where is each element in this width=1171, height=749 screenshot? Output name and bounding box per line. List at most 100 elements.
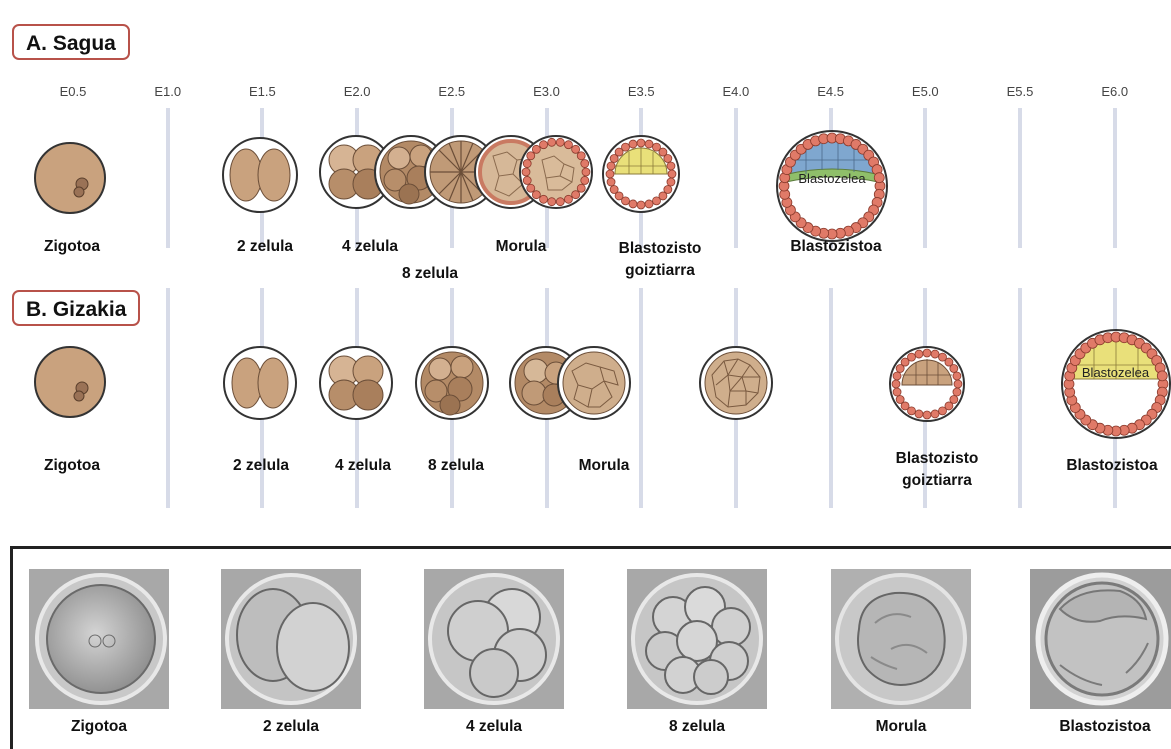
photo-8-cell <box>627 569 767 709</box>
trophectoderm-cell <box>564 141 572 149</box>
trophectoderm-cell <box>523 176 531 184</box>
timeline-gridline <box>734 108 738 248</box>
trophectoderm-cell <box>607 178 615 186</box>
trophectoderm-cell <box>527 184 535 192</box>
timeline-tick: E2.5 <box>417 84 487 99</box>
trophectoderm-cell <box>645 200 653 208</box>
trophectoderm-cell <box>572 145 580 153</box>
trophectoderm-cell <box>893 388 901 396</box>
human-label-early-blastocyst: Blastozisto goiztiarra <box>867 448 1007 492</box>
trophectoderm-cell <box>582 168 590 176</box>
trophectoderm-cell <box>953 372 961 380</box>
photo-label-zygote: Zigotoa <box>24 718 174 736</box>
trophectoderm-cell <box>629 200 637 208</box>
timeline-tick: E3.5 <box>606 84 676 99</box>
trophectoderm-cell <box>923 411 931 419</box>
trophectoderm-cell <box>950 365 958 373</box>
trophectoderm-cell <box>939 407 947 415</box>
trophectoderm-cell <box>607 162 615 170</box>
mouse-blastocyst <box>776 130 888 242</box>
trophectoderm-cell <box>915 350 923 358</box>
timeline-tick: E4.0 <box>701 84 771 99</box>
timeline-tick: E5.0 <box>890 84 960 99</box>
human-4-cell <box>318 345 394 421</box>
timeline-tick: E4.5 <box>796 84 866 99</box>
trophectoderm-cell <box>572 191 580 199</box>
timeline-tick: E1.0 <box>133 84 203 99</box>
trophectoderm-cell <box>667 162 675 170</box>
trophectoderm-cell <box>532 145 540 153</box>
mouse-early-blastocyst <box>601 134 681 214</box>
photo-blastocyst <box>1030 569 1171 709</box>
trophectoderm-cell <box>577 152 585 160</box>
trophectoderm-cell <box>923 349 931 357</box>
mouse-label-4-cell: 4 zelula <box>300 236 440 258</box>
photo-label-4-cell: 4 zelula <box>419 718 569 736</box>
timeline-tick: E2.0 <box>322 84 392 99</box>
human-label-zygote: Zigotoa <box>2 455 142 477</box>
trophectoderm-cell <box>892 380 900 388</box>
timeline-tick: E6.0 <box>1080 84 1150 99</box>
section-label-human: B. Gizakia <box>12 290 140 326</box>
trophectoderm-cell <box>629 140 637 148</box>
mouse-label-zygote: Zigotoa <box>2 236 142 258</box>
trophectoderm-cell <box>931 410 939 418</box>
human-label-morula: Morula <box>534 455 674 477</box>
photo-4-cell <box>424 569 564 709</box>
mouse-label-8-cell: 8 zelula <box>360 263 500 285</box>
trophectoderm-cell <box>915 410 923 418</box>
trophectoderm-cell <box>522 168 530 176</box>
trophectoderm-cell <box>548 198 556 206</box>
timeline-tick: E5.5 <box>985 84 1055 99</box>
trophectoderm-cell <box>540 141 548 149</box>
photo-panel-divider <box>10 546 1171 549</box>
trophectoderm-cell <box>610 186 618 194</box>
trophectoderm-cell <box>606 170 614 178</box>
trophectoderm-cell <box>556 198 564 206</box>
trophectoderm-cell <box>577 184 585 192</box>
timeline-tick: E1.5 <box>227 84 297 99</box>
trophectoderm-cell <box>564 195 572 203</box>
trophectoderm-cell <box>637 139 645 147</box>
trophectoderm-cell <box>532 191 540 199</box>
trophectoderm-cell <box>548 138 556 146</box>
mouse-zygote <box>33 141 107 215</box>
photo-label-blastocyst: Blastozistoa <box>1030 718 1171 736</box>
trophectoderm-cell <box>540 195 548 203</box>
trophectoderm-cell <box>527 152 535 160</box>
human-label-blastocyst: Blastozistoa <box>1042 455 1171 477</box>
timeline-tick: E3.0 <box>512 84 582 99</box>
photo-2-cell <box>221 569 361 709</box>
timeline-gridline <box>1018 108 1022 248</box>
mouse-2-cell <box>221 136 299 214</box>
timeline-gridline <box>166 108 170 248</box>
trophectoderm-cell <box>953 388 961 396</box>
trophectoderm-cell <box>645 140 653 148</box>
section-label-mouse: A. Sagua <box>12 24 130 60</box>
trophectoderm-cell <box>668 170 676 178</box>
human-zygote <box>33 345 107 419</box>
photo-zygote <box>29 569 169 709</box>
human-blastocyst <box>1060 329 1171 439</box>
trophectoderm-cell <box>908 353 916 361</box>
mouse-label-early-blastocyst: Blastozisto goiztiarra <box>590 238 730 282</box>
timeline-gridline <box>166 288 170 508</box>
photo-label-morula: Morula <box>826 718 976 736</box>
photo-label-8-cell: 8 zelula <box>622 718 772 736</box>
trophectoderm-cell <box>893 372 901 380</box>
trophectoderm-cell <box>581 176 589 184</box>
human-early-blastocyst <box>888 345 966 423</box>
trophectoderm-cell <box>637 201 645 209</box>
timeline-gridline <box>1113 108 1117 248</box>
trophectoderm-cell <box>556 138 564 146</box>
human-blastocoel-label: Blastozelea <box>1060 365 1171 380</box>
trophectoderm-cell <box>667 178 675 186</box>
trophectoderm-cell <box>581 160 589 168</box>
timeline-gridline <box>1018 288 1022 508</box>
trophectoderm-cell <box>896 396 904 404</box>
timeline-gridline <box>923 108 927 248</box>
trophectoderm-cell <box>523 160 531 168</box>
human-morula <box>556 345 632 421</box>
trophectoderm-cell <box>954 380 962 388</box>
